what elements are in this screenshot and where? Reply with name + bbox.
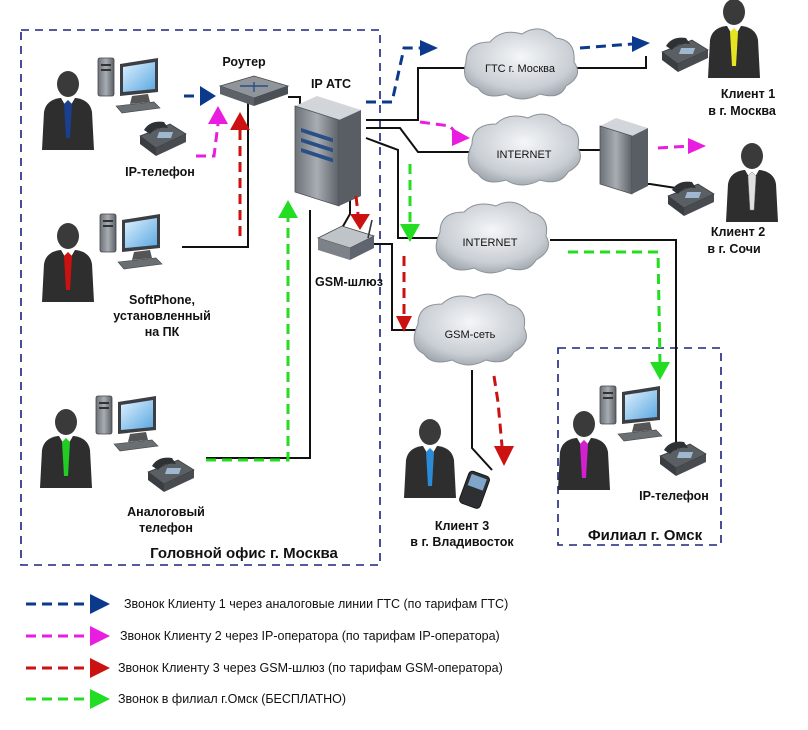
- legend-item-magenta: Звонок Клиенту 2 через IP-оператора (по …: [26, 626, 500, 646]
- client-1-phone-icon: [661, 37, 709, 73]
- client-3-mobile-icon: [459, 470, 490, 509]
- client-2-label-2: в г. Сочи: [707, 242, 760, 256]
- softphone-label-2: установленный: [113, 309, 211, 323]
- legend-item-green-text: Звонок в филиал г.Омск (БЕСПЛАТНО): [118, 692, 346, 706]
- client-2-server-icon: [599, 117, 649, 195]
- client-3-label-1: Клиент 3: [435, 519, 489, 533]
- softphone-computer-icon: [99, 213, 163, 270]
- route-arrowheads: [200, 36, 706, 466]
- internet-cloud-1-label: INTERNET: [497, 149, 552, 161]
- gts-cloud: ГТС г. Москва: [464, 28, 579, 100]
- red-call-route: [238, 128, 504, 447]
- analog-phone-icon: [147, 457, 195, 493]
- analog-phone-label-1: Аналоговый: [127, 505, 205, 519]
- branch-computer-icon: [599, 385, 663, 442]
- person-ties: [62, 28, 757, 486]
- ip-phone-user-computer-icon: [97, 57, 161, 114]
- client-3-label-2: в г. Владивосток: [410, 535, 514, 549]
- legend-item-red-text: Звонок Клиенту 3 через GSM-шлюз (по тари…: [118, 661, 503, 675]
- ip-phone-right-icon: [659, 441, 707, 477]
- analog-user-computer-icon: [95, 395, 159, 452]
- softphone-label-3: на ПК: [145, 325, 180, 339]
- gts-cloud-label: ГТС г. Москва: [485, 63, 556, 75]
- softphone-label-1: SoftPhone,: [129, 293, 195, 307]
- internet-cloud-2-label: INTERNET: [463, 237, 518, 249]
- internet-cloud-2: INTERNET: [435, 201, 549, 274]
- gsm-cloud: GSM-сеть: [413, 293, 527, 366]
- analog-phone-label-2: телефон: [139, 521, 193, 535]
- internet-cloud-1: INTERNET: [467, 113, 581, 186]
- green-call-route: [206, 164, 662, 462]
- gsm-cloud-label: GSM-сеть: [445, 329, 496, 341]
- legend-item-red: Звонок Клиенту 3 через GSM-шлюз (по тари…: [26, 658, 503, 678]
- branch-office-border: [557, 347, 722, 546]
- gsm-gateway-label: GSM-шлюз: [315, 275, 383, 289]
- head-office-label: Головной офис г. Москва: [150, 545, 338, 562]
- client-1-label-2: в г. Москва: [708, 104, 777, 118]
- network-links: [182, 56, 677, 471]
- ip-phone-right-label: IP-телефон: [639, 489, 709, 503]
- ip-phone-left-label: IP-телефон: [125, 165, 195, 179]
- ip-pbx-server-icon: [294, 95, 362, 207]
- legend-item-blue-text: Звонок Клиенту 1 через аналоговые линии …: [124, 597, 508, 611]
- ip-pbx-label: IP АТС: [311, 77, 351, 91]
- legend-item-magenta-text: Звонок Клиенту 2 через IP-оператора (по …: [120, 629, 500, 643]
- blue-call-route: [184, 42, 633, 104]
- client-1-label-1: Клиент 1: [721, 87, 775, 101]
- branch-office-label: Филиал г. Омск: [588, 527, 703, 544]
- legend-item-green: Звонок в филиал г.Омск (БЕСПЛАТНО): [26, 689, 346, 709]
- ip-phone-left-icon: [139, 121, 187, 157]
- router-icon: [218, 75, 290, 106]
- client-2-phone-icon: [667, 181, 715, 217]
- legend-item-blue: Звонок Клиенту 1 через аналоговые линии …: [26, 594, 508, 614]
- gsm-gateway-icon: [316, 219, 376, 260]
- legend: Звонок Клиенту 1 через аналоговые линии …: [26, 594, 508, 709]
- client-2-label-1: Клиент 2: [711, 225, 765, 239]
- router-label: Роутер: [222, 55, 266, 69]
